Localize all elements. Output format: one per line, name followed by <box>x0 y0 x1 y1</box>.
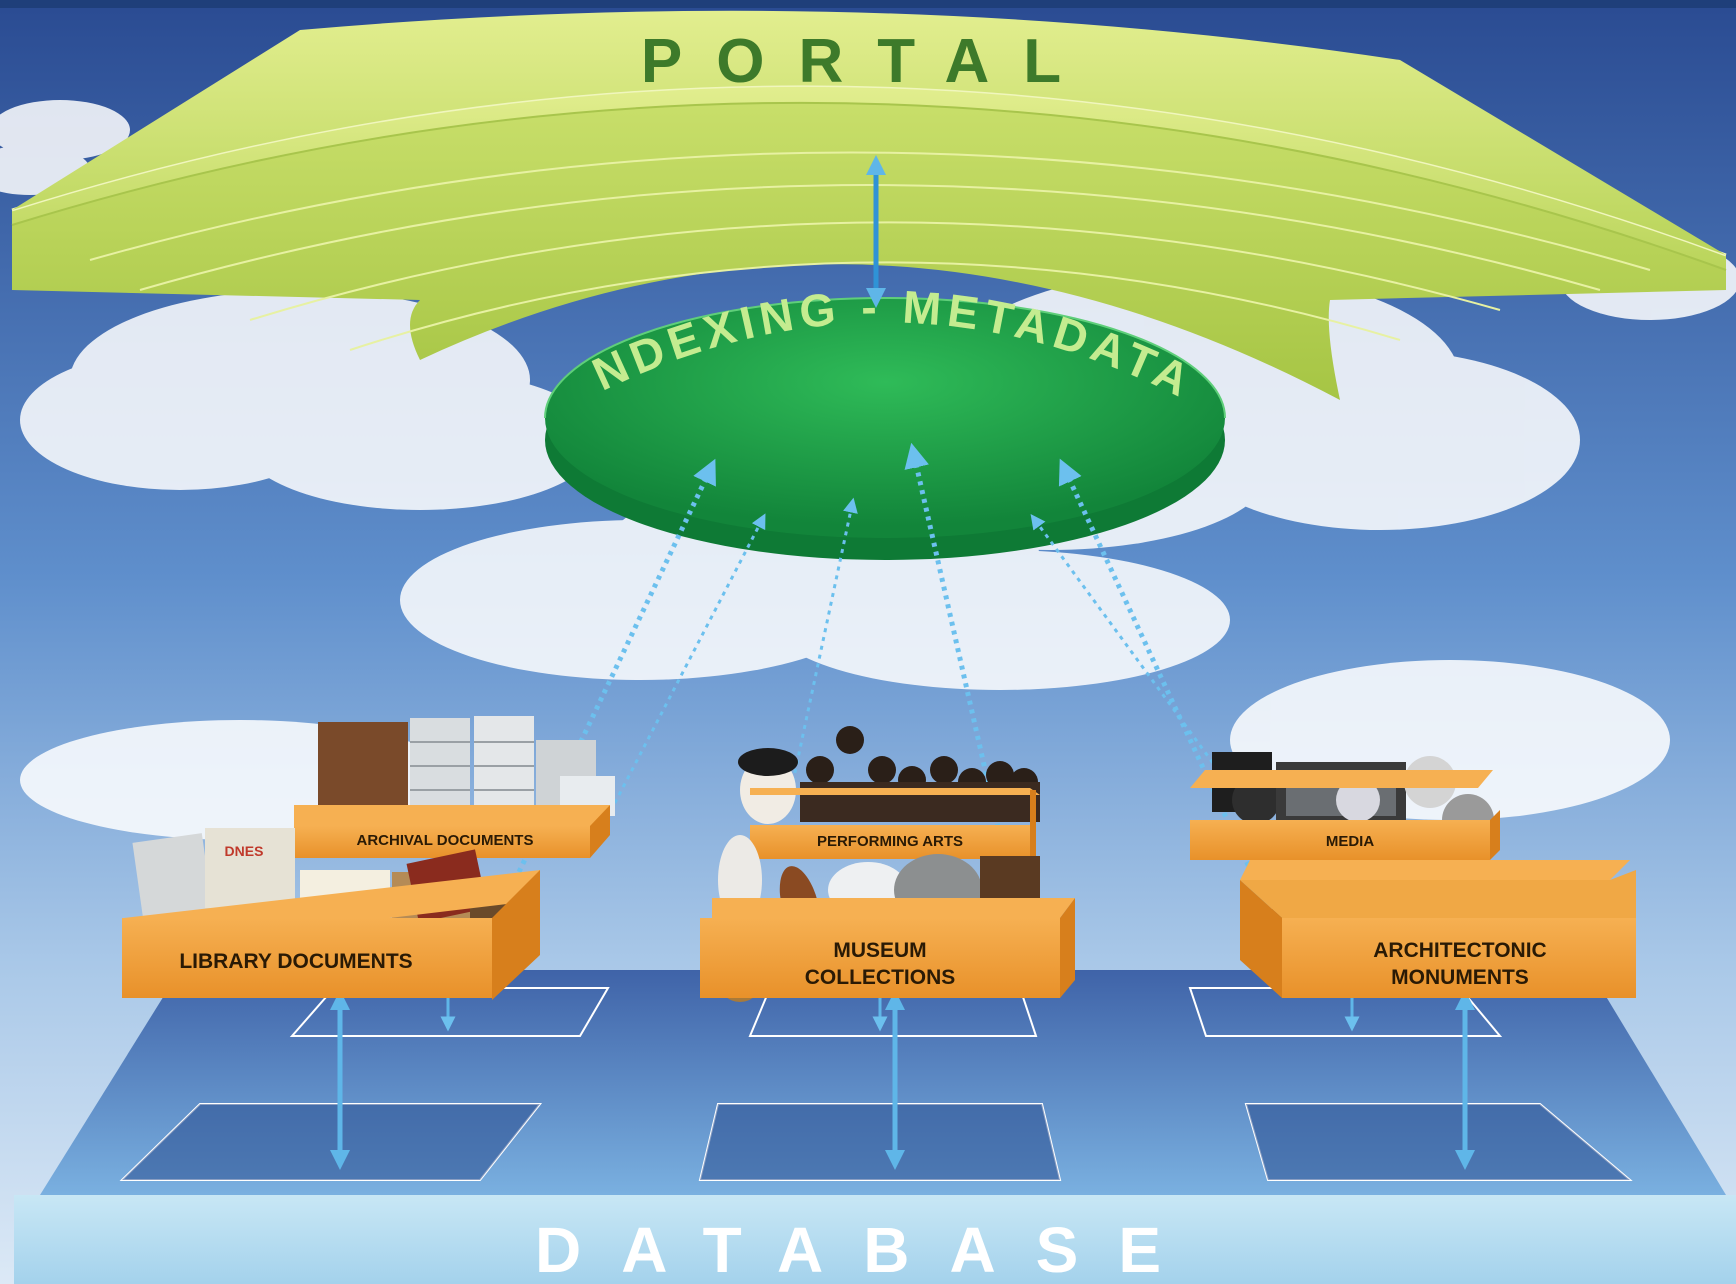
box-architectonic: ARCHITECTONIC MONUMENTS <box>1240 860 1636 998</box>
database-platform <box>40 970 1726 1195</box>
database-label: DATABASE <box>535 1214 1201 1284</box>
portal-label: PORTAL <box>641 27 1095 96</box>
box-performing: PERFORMING ARTS <box>738 726 1040 859</box>
library-label: LIBRARY DOCUMENTS <box>179 950 412 973</box>
architectonic-label-line1: ARCHITECTONIC <box>1373 939 1546 962</box>
box-museum: MUSEUM COLLECTIONS <box>700 835 1075 1002</box>
archive-cabinets-icon <box>318 716 615 816</box>
architectonic-label-line2: MONUMENTS <box>1391 966 1529 989</box>
box-library: DNES LIBRARY DOCUMENTS <box>122 828 540 1000</box>
top-frame <box>0 0 1736 8</box>
database-band <box>14 1195 1736 1284</box>
museum-label-line2: COLLECTIONS <box>805 966 956 989</box>
box-archival: ARCHIVAL DOCUMENTS <box>294 716 615 858</box>
box-media: MEDIA <box>1190 752 1500 860</box>
archival-label: ARCHIVAL DOCUMENTS <box>357 832 534 849</box>
platform-slot-left-back <box>289 987 610 1037</box>
performing-label: PERFORMING ARTS <box>817 833 963 850</box>
svg-text:DNES: DNES <box>225 843 264 859</box>
media-label: MEDIA <box>1326 833 1375 850</box>
museum-label-line1: MUSEUM <box>833 939 926 962</box>
database-arrows <box>330 990 1475 1170</box>
